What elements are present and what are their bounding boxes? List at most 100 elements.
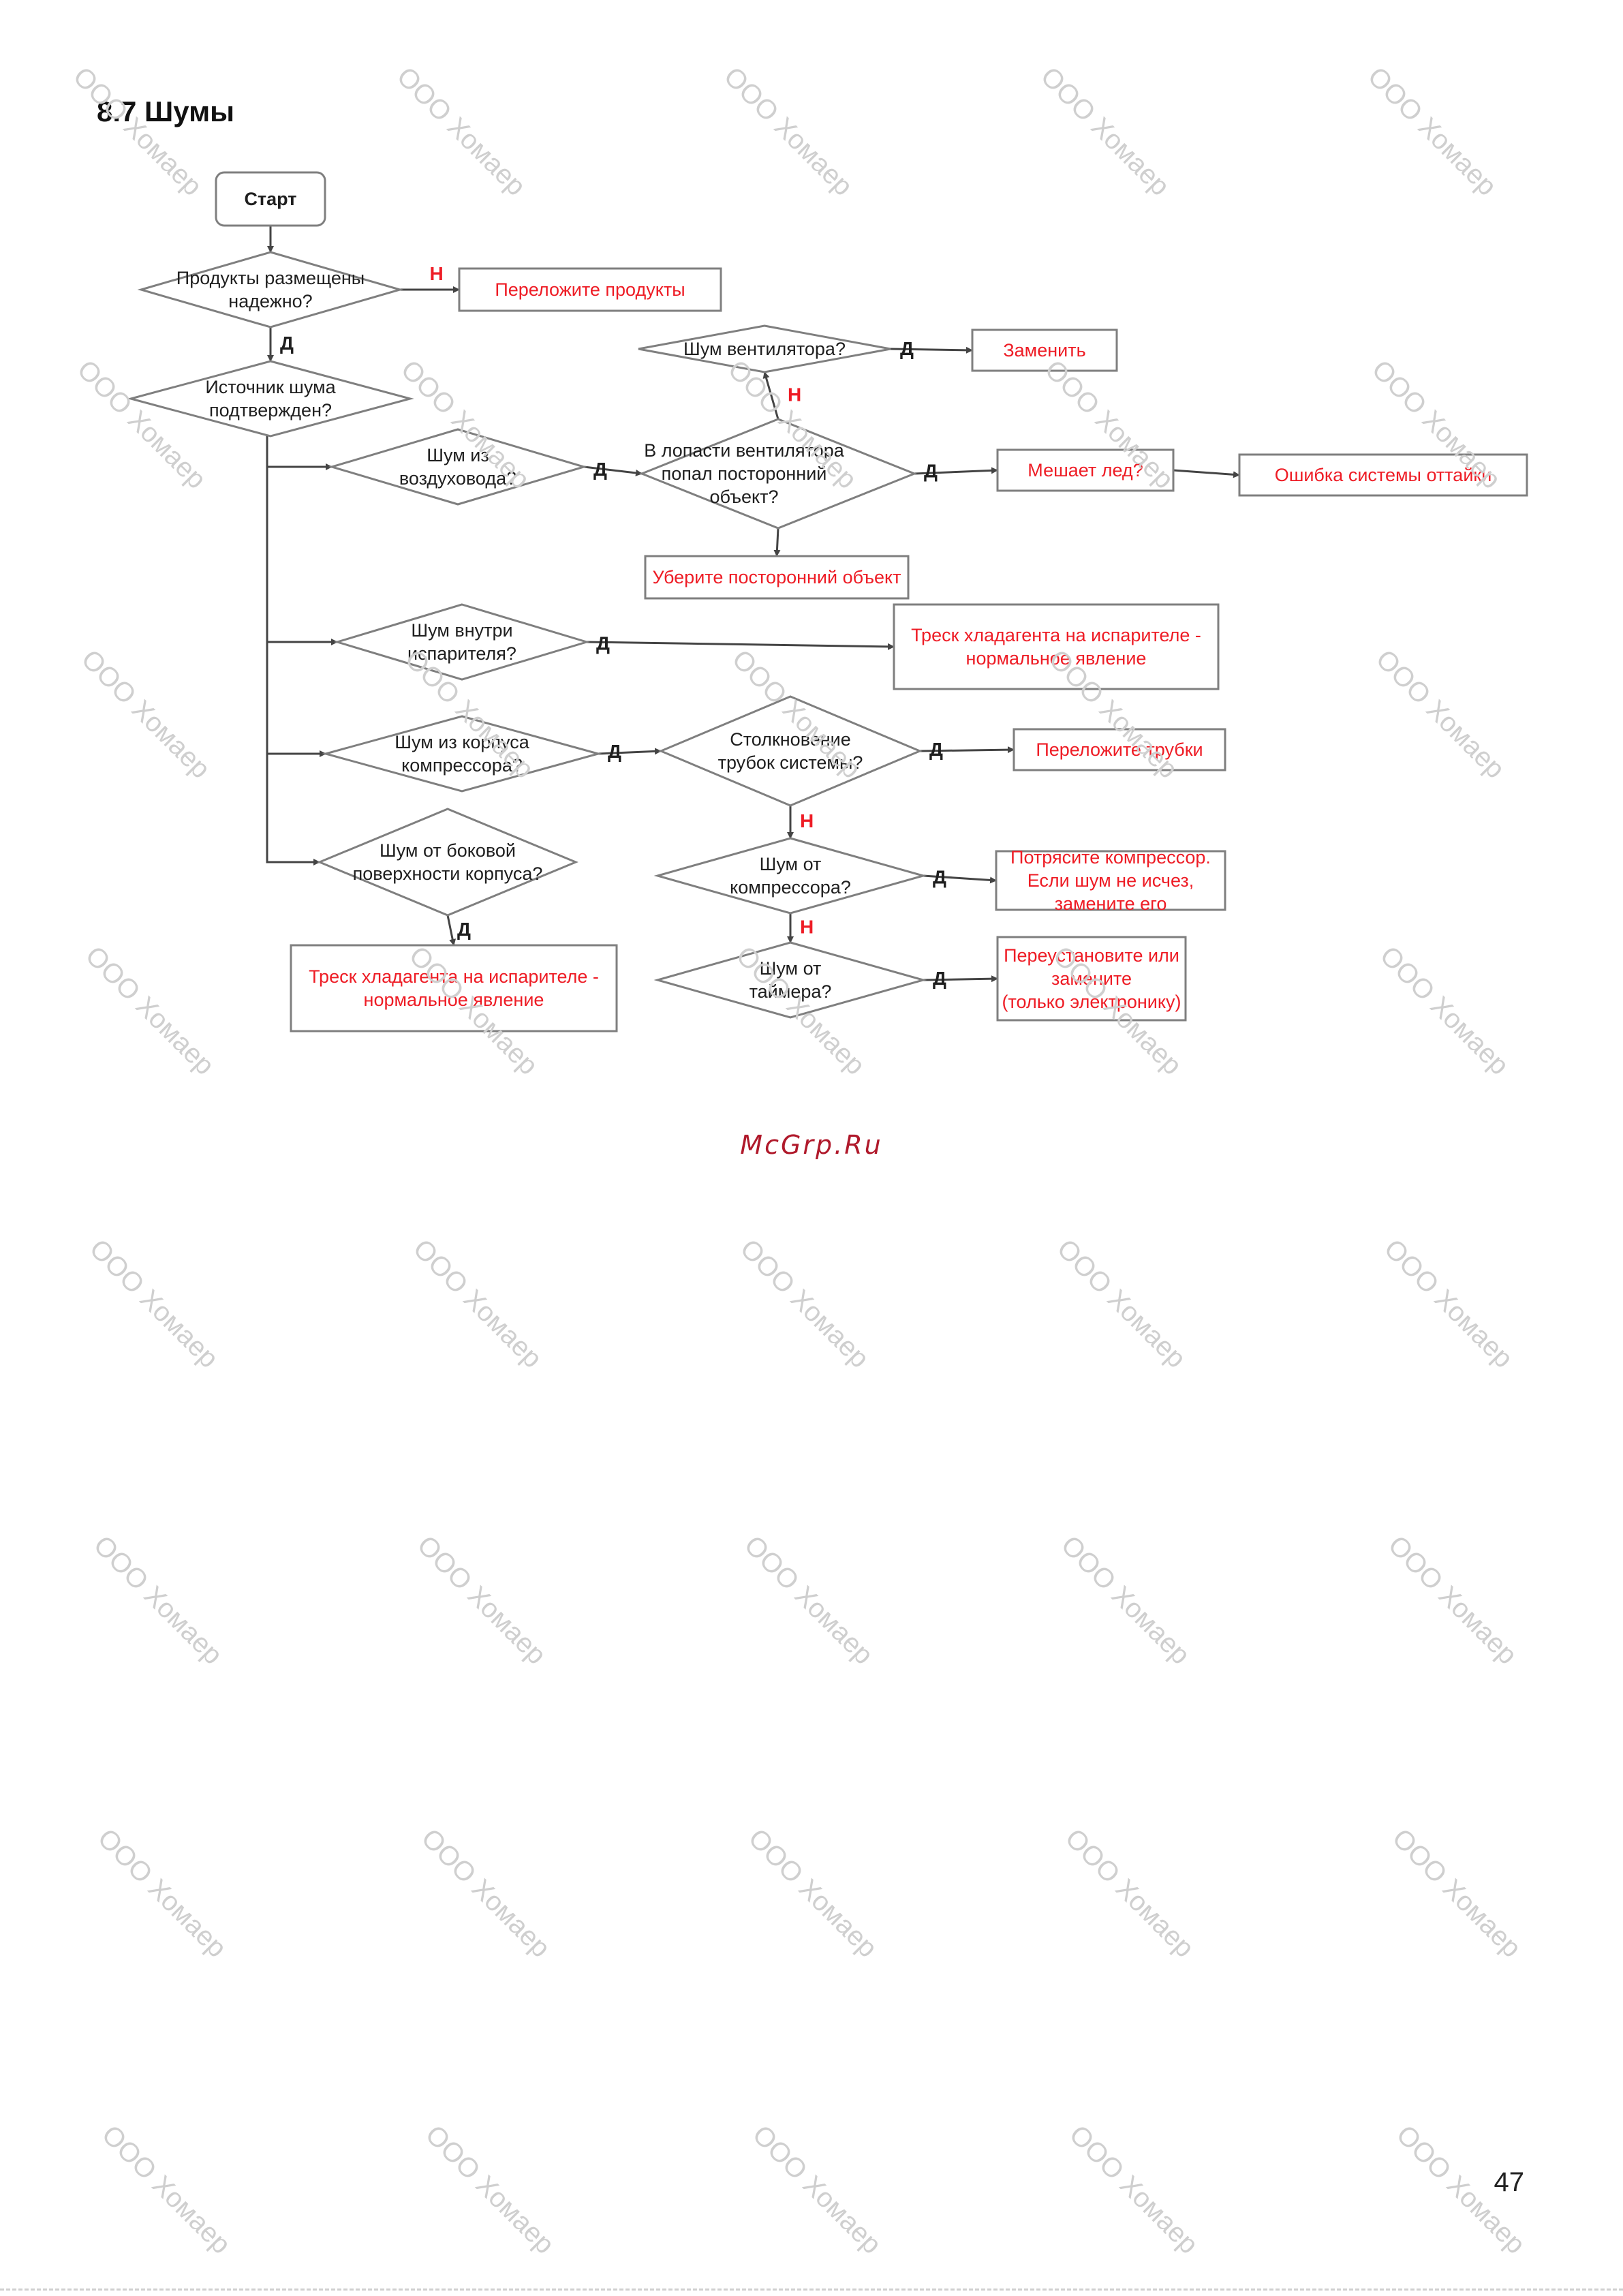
node-text-line: Шум вентилятора?	[683, 339, 846, 359]
node-text-line: нормальное явление	[966, 648, 1147, 669]
page-number: 47	[1494, 2167, 1525, 2197]
node-text-line: замените его	[1055, 893, 1167, 914]
action-shape	[644, 555, 910, 600]
action-shape	[458, 267, 722, 312]
node-text-line: Столкновение	[730, 729, 851, 750]
node-text-line: Треск хладагента на испарителе -	[911, 625, 1201, 645]
edge-q-source-to-q-side-surface	[266, 642, 320, 866]
edge-label-yes: Д	[924, 461, 938, 482]
decision-shape	[638, 418, 918, 530]
edge-q-compressor-body-to-q-tubes	[598, 748, 662, 755]
decision-shape	[322, 715, 602, 793]
watermark-text: ООО Хомаер	[738, 1530, 879, 1670]
node-text-line: объект?	[710, 487, 779, 507]
edge-label-yes: Д	[900, 338, 914, 359]
node-text-line: Переустановите или	[1004, 945, 1179, 966]
node-text-line: Шум из	[427, 445, 489, 465]
node-a-ice: Мешает лед?	[996, 448, 1175, 492]
edge-q-evaporator-to-a-refrigerant-1	[586, 641, 895, 650]
edge-q-tubes-to-a-rearrange-tubes	[919, 746, 1015, 754]
watermark-text: ООО Хомаер	[1386, 1823, 1527, 1963]
edge-q-side-surface-to-a-refrigerant-2	[446, 915, 457, 946]
node-text-line: компрессора?	[401, 755, 523, 776]
node-text-line: Продукты размещены	[176, 268, 365, 288]
node-text-line: Шум от	[760, 958, 822, 979]
decision-shape	[317, 808, 578, 917]
decision-shape	[653, 837, 927, 915]
node-text-line: Мешает лед?	[1027, 460, 1143, 480]
node-text-line: Переложите продукты	[495, 279, 685, 300]
node-text-line: Шум от	[760, 854, 822, 874]
action-shape	[995, 850, 1226, 911]
node-text-line: Источник шума	[205, 377, 336, 397]
watermark-text: ООО Хомаер	[1051, 1234, 1192, 1374]
watermark-text: ООО Хомаер	[1059, 1823, 1200, 1963]
watermark-text: ООО Хомаер	[91, 1823, 232, 1963]
watermark-text: ООО Хомаер	[95, 2119, 236, 2260]
node-a-shake-compressor: Потрясите компрессор.Если шум не исчез,з…	[995, 847, 1226, 914]
node-text-line: надежно?	[228, 291, 312, 311]
node-text-line: поверхности корпуса?	[353, 863, 543, 884]
node-text-line: Заменить	[1003, 340, 1085, 361]
node-text-line: Переложите трубки	[1036, 739, 1203, 760]
watermark-text: ООО Хомаер	[415, 1823, 556, 1963]
node-a-rearrange-products: Переложите продукты	[458, 267, 722, 312]
node-text-line: Потрясите компрессор.	[1010, 847, 1211, 868]
node-text-line: испарителя?	[407, 643, 516, 664]
watermark-text: ООО Хомаер	[746, 2119, 887, 2260]
action-shape	[996, 448, 1175, 492]
watermark-text: ООО Хомаер	[83, 1234, 224, 1374]
site-watermark: McGrp.Ru	[740, 1130, 883, 1160]
watermark-text: ООО Хомаер	[742, 1823, 883, 1963]
watermark-text: ООО Хомаер	[734, 1234, 875, 1374]
node-a-rearrange-tubes: Переложите трубки	[1013, 728, 1226, 771]
edge-label-yes: Д	[608, 741, 621, 762]
node-q-fan-noise: Шум вентилятора?	[638, 324, 891, 373]
edge-label-yes: Д	[457, 919, 471, 940]
edge-label-yes: Д	[596, 633, 610, 654]
node-text-line: замените	[1051, 968, 1132, 989]
page-bottom-divider	[0, 2289, 1623, 2291]
edge-label-yes: Д	[933, 867, 946, 888]
watermark-text: ООО Хомаер	[1378, 1234, 1519, 1374]
node-text-line: Шум внутри	[411, 620, 512, 641]
action-shape	[971, 328, 1118, 372]
edge-q-fan-object-to-a-remove-object	[773, 527, 781, 557]
edge-label-yes: Д	[933, 968, 946, 989]
edge-label-no: Н	[800, 917, 814, 938]
node-text-line: таймера?	[749, 981, 832, 1002]
decision-shape	[658, 695, 923, 807]
edge-q-fan-object-to-q-fan-noise	[762, 371, 779, 420]
node-text-line: компрессора?	[730, 877, 851, 898]
node-text-line: Треск хладагента на испарителе -	[309, 966, 599, 987]
node-q-compressor: Шум от компрессора?	[653, 837, 927, 915]
node-start: Старт	[215, 171, 326, 227]
node-text-line: Если шум не исчез,	[1027, 870, 1194, 891]
node-text-line: Старт	[244, 189, 296, 209]
action-shape	[1013, 728, 1226, 771]
watermark-text: ООО Хомаер	[1382, 1530, 1523, 1670]
edge-q-duct-to-q-fan-object	[583, 465, 643, 476]
action-shape	[996, 936, 1187, 1022]
decision-shape	[328, 428, 588, 506]
edge-label-no: Н	[800, 810, 814, 831]
edge-label-yes: Д	[929, 739, 943, 760]
watermark-text: ООО Хомаер	[411, 1530, 552, 1670]
decision-shape	[127, 360, 414, 438]
node-text-line: попал посторонний	[662, 463, 827, 484]
edge-q-fan-noise-to-a-replace	[890, 346, 973, 354]
watermark-text: ООО Хомаер	[419, 2119, 560, 2260]
node-a-replace: Заменить	[971, 328, 1118, 372]
node-text-line: воздуховода?	[399, 468, 516, 489]
action-shape	[290, 944, 618, 1032]
watermark-text: ООО Хомаер	[1055, 1530, 1196, 1670]
